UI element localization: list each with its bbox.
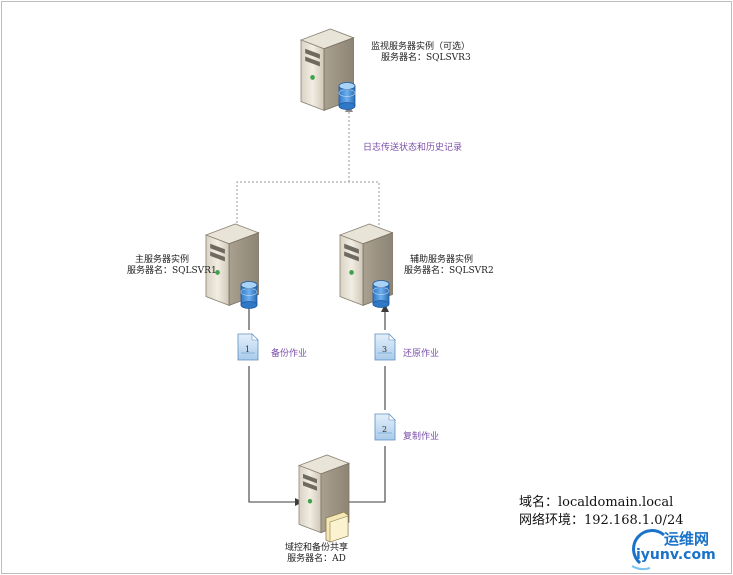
monitor-server-name: 服务器名：SQLSVR3 xyxy=(381,53,471,63)
copy-job-label: 复制作业 xyxy=(403,432,440,442)
restore-job-number: 3 xyxy=(382,345,388,354)
secondary-node-label: 辅助服务器实例 服务器名：SQLSVR2 xyxy=(404,255,494,277)
backup-job-number: 1 xyxy=(245,345,251,354)
restore-arrow-head xyxy=(381,304,389,312)
watermark: 运维网 iyunv.com xyxy=(626,526,724,570)
monitor-node-label: 监视服务器实例（可选） 服务器名：SQLSVR3 xyxy=(371,42,471,64)
share-node-label: 域控和备份共享 服务器名：AD xyxy=(285,543,348,565)
copy-job-number: 2 xyxy=(382,425,388,434)
watermark-cn: 运维网 xyxy=(664,530,710,548)
network-range: 网络环境：192.168.1.0/24 xyxy=(519,513,684,528)
watermark-en: iyunv.com xyxy=(636,547,716,563)
watermark-logo-icon xyxy=(631,529,665,571)
backup-job-label: 备份作业 xyxy=(271,349,308,359)
domain-name: 域名：localdomain.local xyxy=(519,495,674,510)
primary-node-label: 主服务器实例 服务器名：SQLSVR1 xyxy=(127,255,217,277)
secondary-database-icon xyxy=(372,280,390,308)
monitor-connector xyxy=(236,108,380,231)
share-folder-icon xyxy=(325,511,349,543)
share-server-name: 服务器名：AD xyxy=(287,554,346,564)
secondary-server-name: 服务器名：SQLSVR2 xyxy=(404,266,494,276)
environment-info: 域名：localdomain.local 网络环境：192.168.1.0/24 xyxy=(519,494,684,530)
secondary-title: 辅助服务器实例 xyxy=(410,255,474,265)
primary-server-name: 服务器名：SQLSVR1 xyxy=(127,266,217,276)
primary-title: 主服务器实例 xyxy=(135,255,190,265)
share-title: 域控和备份共享 xyxy=(285,543,349,553)
history-label: 日志传送状态和历史记录 xyxy=(363,143,463,153)
primary-database-icon xyxy=(240,281,258,309)
restore-job-label: 还原作业 xyxy=(403,349,440,359)
monitor-database-icon xyxy=(338,82,356,110)
monitor-title: 监视服务器实例（可选） xyxy=(371,42,471,52)
